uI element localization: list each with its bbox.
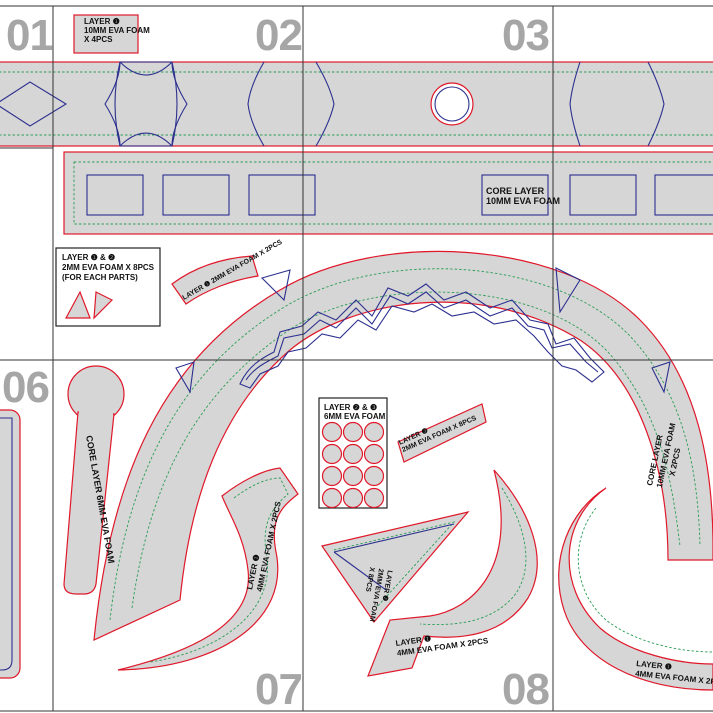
page-number-03: 03 <box>502 11 549 60</box>
circle-part <box>342 443 364 465</box>
diamond-cutout <box>0 81 68 127</box>
page-number-01: 01 <box>6 11 53 60</box>
top-strip-label-box: LAYER ❶ 10MM EVA FOAM X 4PCS <box>73 14 150 54</box>
window-cutout <box>248 174 316 216</box>
label-line: LAYER ❶ <box>84 17 120 26</box>
core-layer-label: 10MM EVA FOAM <box>486 196 560 206</box>
circle-part <box>342 487 364 509</box>
circle-part <box>321 443 343 465</box>
circle-part <box>363 487 385 509</box>
window-cutout <box>481 174 549 216</box>
page-number-02: 02 <box>255 11 302 60</box>
left-hook-part <box>117 467 299 671</box>
circle-part <box>363 465 385 487</box>
label-line: 2MM EVA FOAM X 8PCS <box>62 263 155 272</box>
circle-part <box>342 421 364 443</box>
label-line: X 8PCS <box>364 567 375 593</box>
layer-3-small-strip <box>397 403 487 463</box>
label-line: LAYER ❶ & ❷ <box>62 253 115 262</box>
ornament-cutout <box>239 283 605 389</box>
layer-2-3-circles-box <box>318 397 388 509</box>
right-hook-part <box>558 487 713 691</box>
core-stick-part <box>63 365 125 595</box>
page-number-06: 06 <box>2 363 49 412</box>
label-line: 10MM EVA FOAM <box>84 26 150 35</box>
window-cutout <box>162 174 230 216</box>
circle-part <box>321 421 343 443</box>
circle-part <box>342 465 364 487</box>
window-cutout <box>569 174 637 216</box>
layers-1-2-label-box: LAYER ❶ & ❷ 2MM EVA FOAM X 8PCS (FOR EAC… <box>55 247 161 327</box>
small-triangle-part <box>64 290 91 319</box>
label-line: (FOR EACH PARTS) <box>62 273 138 282</box>
window-cutout <box>86 174 144 216</box>
diamond-cutout <box>247 61 335 147</box>
label-line: X 4PCS <box>84 35 113 44</box>
circle-part <box>363 443 385 465</box>
triangle-part <box>321 511 470 623</box>
left-column-part <box>0 409 21 679</box>
page-number-08: 08 <box>502 665 549 713</box>
page-grid <box>0 5 713 712</box>
circle-part <box>321 487 343 509</box>
layers-2-3-label: LAYER ❷ & ❸ <box>324 403 377 412</box>
core-layer-label: CORE LAYER <box>486 186 545 196</box>
layers-2-3-label: 6MM EVA FOAM <box>324 412 386 421</box>
small-arc-piece: LAYER ❶ 2MM EVA FOAM X 2PCS <box>171 238 284 305</box>
window-cutout <box>654 174 713 216</box>
circle-part <box>363 421 385 443</box>
top-band-part <box>0 61 713 147</box>
diamond-cutout <box>569 61 665 147</box>
page-number-07: 07 <box>255 665 302 713</box>
diamond-cutout <box>114 61 178 147</box>
small-triangle-part <box>93 291 114 320</box>
core-bar-part <box>63 151 713 235</box>
label-line: LAYER ❶ <box>636 659 673 672</box>
crescent-part <box>367 469 538 677</box>
circle-part <box>321 465 343 487</box>
